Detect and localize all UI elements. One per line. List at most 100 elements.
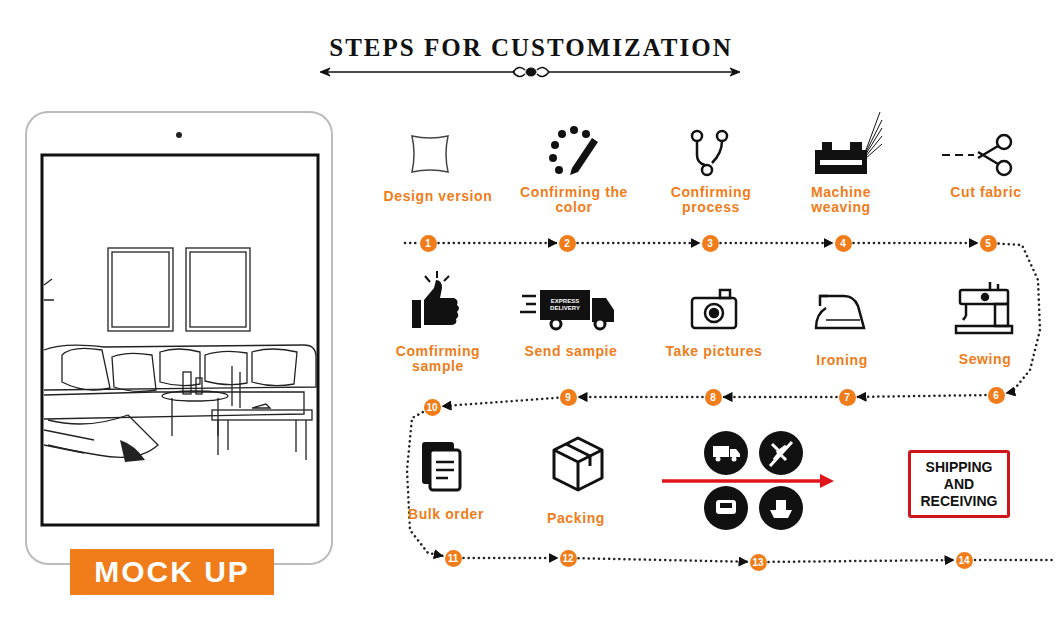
arrow-head	[857, 392, 865, 401]
callout-number: 1	[425, 238, 431, 249]
callout-number: 14	[958, 555, 969, 566]
step-number: 13	[750, 554, 767, 571]
step-number: 4	[835, 235, 852, 252]
icon-text: EXPRESS DELIVERY	[545, 298, 585, 312]
diagram-title: STEPS FOR CUSTOMIZATION	[329, 34, 732, 62]
step-label: Bulk order	[406, 507, 486, 522]
iron-icon	[816, 296, 864, 328]
step-number: 1	[420, 235, 437, 252]
arrow-head	[464, 557, 558, 560]
arrow-head	[442, 401, 450, 410]
flow-connector	[858, 395, 986, 397]
step-number: 10	[424, 399, 441, 416]
step-label: Cut fabric	[941, 185, 1031, 200]
flow-connector	[407, 412, 443, 556]
arrow-head	[1006, 387, 1015, 396]
callout-number: 4	[840, 238, 846, 249]
shipping-sign: SHIPPING AND RECEIVING	[908, 450, 1010, 518]
color-icon	[549, 126, 598, 175]
arrow-head	[970, 239, 978, 248]
arrow-head	[579, 393, 587, 402]
pillow-icon	[412, 136, 448, 172]
step-number: 14	[956, 552, 973, 569]
arrow-head	[724, 393, 732, 402]
flow-connector	[769, 560, 954, 562]
callout-number: 13	[752, 557, 763, 568]
process-icon	[692, 131, 727, 175]
callout-number: 8	[710, 392, 716, 403]
callout-number: 10	[426, 402, 437, 413]
flow-connector	[999, 244, 1041, 394]
step-number: 11	[445, 550, 462, 567]
arrow-head	[434, 550, 443, 559]
flow-connector	[443, 398, 558, 406]
weaving-machine-icon	[815, 112, 882, 174]
arrow-head	[549, 239, 557, 248]
step-number: 7	[839, 389, 856, 406]
camera-icon	[692, 290, 736, 328]
arrow-head	[442, 398, 557, 406]
step-label: Design version	[383, 189, 493, 204]
flow-connector	[439, 242, 557, 245]
node-text: SHIPPING AND RECEIVING	[916, 459, 1002, 510]
arrow-head	[854, 242, 978, 245]
arrow-head	[439, 242, 557, 245]
callout-number: 3	[707, 238, 713, 249]
thumbs-up-icon	[412, 271, 459, 328]
step-label: Packing	[531, 511, 621, 526]
arrow-head	[739, 557, 747, 566]
step-label: Send sampie	[521, 344, 621, 359]
step-number: 8	[705, 389, 722, 406]
arrow-head	[724, 396, 837, 399]
step-number: 9	[560, 389, 577, 406]
title-ornament	[320, 67, 740, 76]
arrow-head	[768, 560, 953, 562]
delivery-truck-icon	[520, 290, 614, 329]
flow-connector	[464, 557, 558, 560]
arrow-head	[578, 558, 747, 562]
step-label: Comfirming sample	[373, 344, 503, 374]
step-label: Confirming process	[646, 185, 776, 215]
arrow-head	[579, 396, 703, 399]
tablet-mockup	[26, 112, 332, 564]
flow-tail	[405, 243, 1052, 560]
box-icon	[554, 438, 602, 490]
scissors-icon	[942, 135, 1011, 175]
arrow-head	[721, 242, 833, 245]
arrow-head	[825, 239, 833, 248]
step-label: Machine weaving	[781, 185, 901, 215]
arrow-head	[692, 239, 700, 248]
callout-number: 9	[565, 392, 571, 403]
step-label: Sewing	[940, 352, 1030, 367]
step-number: 6	[988, 387, 1005, 404]
flow-connector	[579, 558, 748, 562]
step-number: 5	[980, 235, 997, 252]
node-text: MOCK UP	[94, 555, 250, 589]
flow-connector	[854, 242, 978, 245]
transport-icons	[662, 431, 834, 530]
mockup-banner: MOCK UP	[70, 549, 274, 595]
step-number: 12	[560, 550, 577, 567]
sewing-machine-icon	[956, 282, 1012, 333]
callout-number: 7	[844, 392, 850, 403]
arrow-head	[945, 556, 953, 565]
callout-number: 12	[562, 553, 573, 564]
flow-connector	[578, 242, 700, 245]
callout-number: 11	[448, 553, 459, 564]
step-label: Ironing	[797, 353, 887, 368]
step-label: Confirming the color	[509, 185, 639, 215]
arrow-head	[550, 554, 558, 563]
step-label: Take pictures	[664, 344, 764, 359]
callout-number: 6	[993, 390, 999, 401]
flow-connector	[579, 396, 703, 399]
step-number: 2	[559, 235, 576, 252]
callout-number: 2	[564, 238, 570, 249]
callout-number: 5	[985, 238, 991, 249]
flow-connector	[724, 396, 837, 399]
flow-connector	[721, 242, 833, 245]
document-icon	[422, 442, 460, 490]
arrow-head	[578, 242, 700, 245]
step-number: 3	[702, 235, 719, 252]
